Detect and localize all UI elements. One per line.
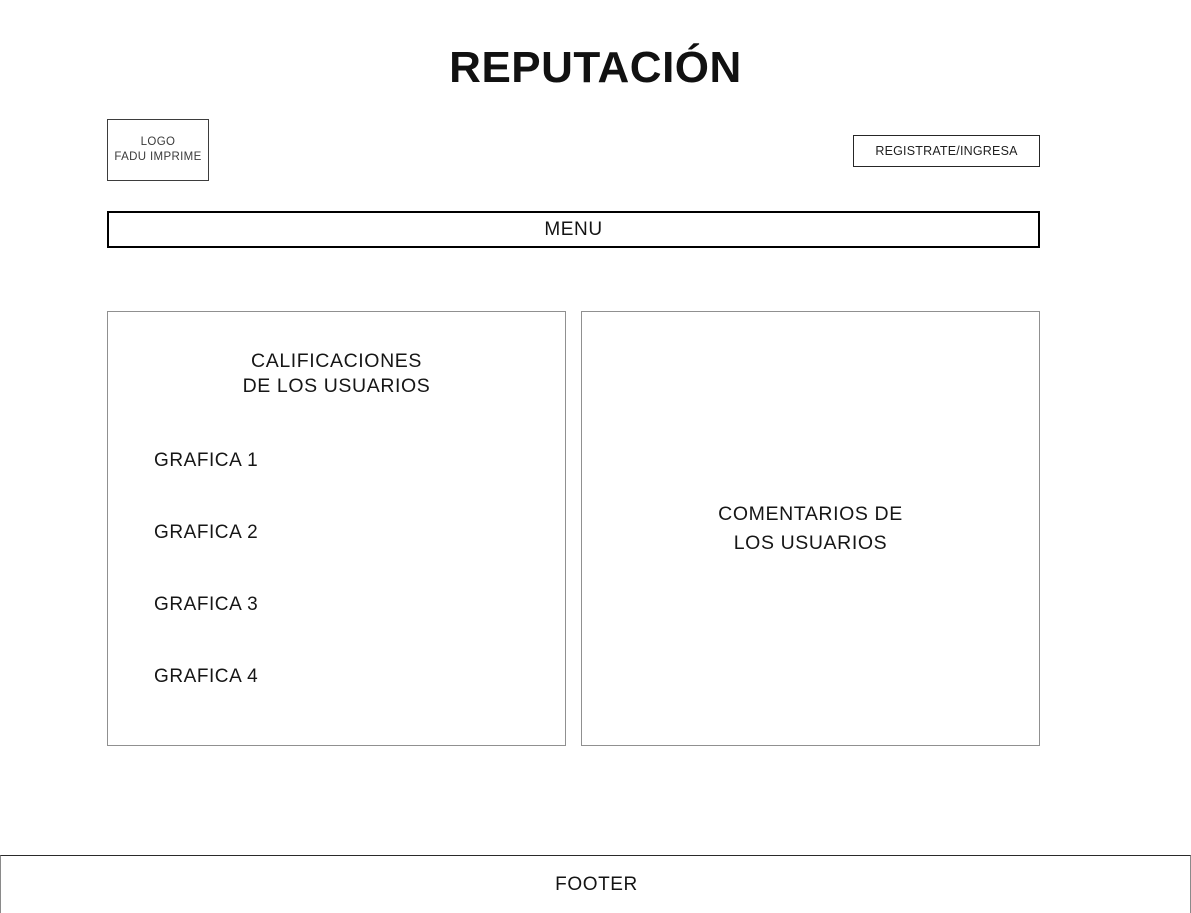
ratings-panel-heading-line-1: CALIFICACIONES [251, 350, 422, 372]
register-login-button[interactable]: REGISTRATE/INGRESA [853, 135, 1040, 167]
logo-box[interactable]: LOGO FADU IMPRIME [107, 119, 209, 181]
ratings-panel: CALIFICACIONES DE LOS USUARIOS GRAFICA 1… [107, 311, 566, 746]
list-item[interactable]: GRAFICA 1 [154, 450, 259, 471]
comments-panel: COMENTARIOS DE LOS USUARIOS [581, 311, 1040, 746]
footer-label: FOOTER [555, 874, 638, 895]
footer: FOOTER [0, 855, 1191, 913]
register-login-button-label: REGISTRATE/INGRESA [875, 144, 1018, 158]
logo-line-1: LOGO [140, 136, 176, 148]
page-title: REPUTACIÓN [449, 43, 742, 92]
menu-bar[interactable]: MENU [107, 211, 1040, 248]
logo-line-2: FADU IMPRIME [114, 151, 202, 163]
footer-label-wrap: FOOTER [1, 874, 1191, 896]
list-item[interactable]: GRAFICA 2 [154, 522, 259, 543]
list-item[interactable]: GRAFICA 4 [154, 666, 259, 687]
chart-list: GRAFICA 1 GRAFICA 2 GRAFICA 3 GRAFICA 4 [154, 449, 545, 689]
list-item[interactable]: GRAFICA 3 [154, 594, 259, 615]
comments-panel-heading-line-2: LOS USUARIOS [733, 531, 888, 554]
comments-panel-heading: COMENTARIOS DE LOS USUARIOS [718, 500, 903, 558]
menu-bar-label: MENU [544, 218, 603, 240]
comments-panel-heading-line-1: COMENTARIOS DE [718, 502, 903, 525]
ratings-panel-heading-line-2: DE LOS USUARIOS [242, 375, 431, 397]
ratings-panel-heading: CALIFICACIONES DE LOS USUARIOS [108, 349, 565, 399]
